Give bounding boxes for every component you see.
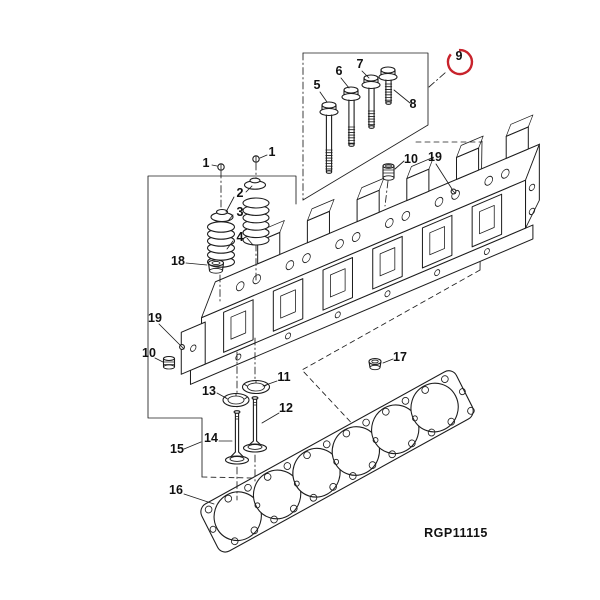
- bolt-7-drawing: [361, 74, 381, 129]
- callout-labels: 1 1 2 3 4 5 6 7 8 9 10 19 19 10 17 18 11…: [142, 48, 474, 497]
- callout-19-left[interactable]: 19: [148, 311, 162, 325]
- valve-spring-assembly: [206, 155, 270, 274]
- callout-12[interactable]: 12: [279, 401, 293, 415]
- head-gasket-drawing: [200, 370, 475, 553]
- leader-lines: [154, 70, 453, 505]
- callout-10-left[interactable]: 10: [142, 346, 156, 360]
- valve-rotator-11: [241, 379, 271, 395]
- callout-5[interactable]: 5: [314, 78, 321, 92]
- bolt-box-boundary: [302, 52, 429, 201]
- callout-15[interactable]: 15: [170, 442, 184, 456]
- valve-12-drawing: [242, 396, 268, 453]
- head-flange-holes: [235, 248, 490, 361]
- callout-18[interactable]: 18: [171, 254, 185, 268]
- head-bolts: [319, 66, 398, 174]
- callout-14[interactable]: 14: [204, 431, 218, 445]
- valves-and-seats: [222, 379, 271, 465]
- head-port-towers: [223, 193, 503, 353]
- callout-17[interactable]: 17: [393, 350, 407, 364]
- plugs-and-fittings: [162, 163, 457, 371]
- plug-17-drawing: [368, 357, 382, 371]
- callout-13[interactable]: 13: [202, 384, 216, 398]
- callout-9-highlight-circle[interactable]: [446, 48, 474, 76]
- callout-7[interactable]: 7: [357, 57, 364, 71]
- callout-9[interactable]: 9: [456, 49, 463, 63]
- cylinder-head-drawing: [180, 114, 540, 385]
- head-region-lower-dashed: [301, 269, 481, 432]
- callout-1-right[interactable]: 1: [269, 145, 276, 159]
- callout-2[interactable]: 2: [237, 186, 244, 200]
- bolt-8-drawing: [378, 66, 398, 105]
- callout-1-left[interactable]: 1: [203, 156, 210, 170]
- callout-16[interactable]: 16: [169, 483, 183, 497]
- head-region-boundary: [147, 175, 297, 478]
- callout-11[interactable]: 11: [277, 370, 290, 384]
- valve-spring-right: [242, 177, 270, 246]
- head-valve-guides: [235, 168, 510, 292]
- valve-rotator-13: [222, 392, 250, 408]
- cup-plug-left: [162, 355, 176, 370]
- figure-code: RGP11115: [424, 526, 488, 540]
- bolt-5-drawing: [319, 101, 339, 174]
- gasket-bolt-holes: [204, 375, 475, 546]
- head-left-step: [180, 321, 206, 375]
- callout-3[interactable]: 3: [237, 205, 244, 219]
- cup-plug-right: [382, 163, 395, 181]
- callout-8[interactable]: 8: [410, 97, 417, 111]
- valve-14-drawing: [224, 410, 250, 465]
- callout-4[interactable]: 4: [237, 230, 244, 244]
- bolt-6-drawing: [341, 86, 361, 147]
- head-rear-towers: [257, 114, 534, 265]
- callout-6[interactable]: 6: [336, 64, 343, 78]
- callout-10-right[interactable]: 10: [404, 152, 418, 166]
- callout-19-right[interactable]: 19: [428, 150, 442, 164]
- valve-stem-seal: [207, 259, 225, 274]
